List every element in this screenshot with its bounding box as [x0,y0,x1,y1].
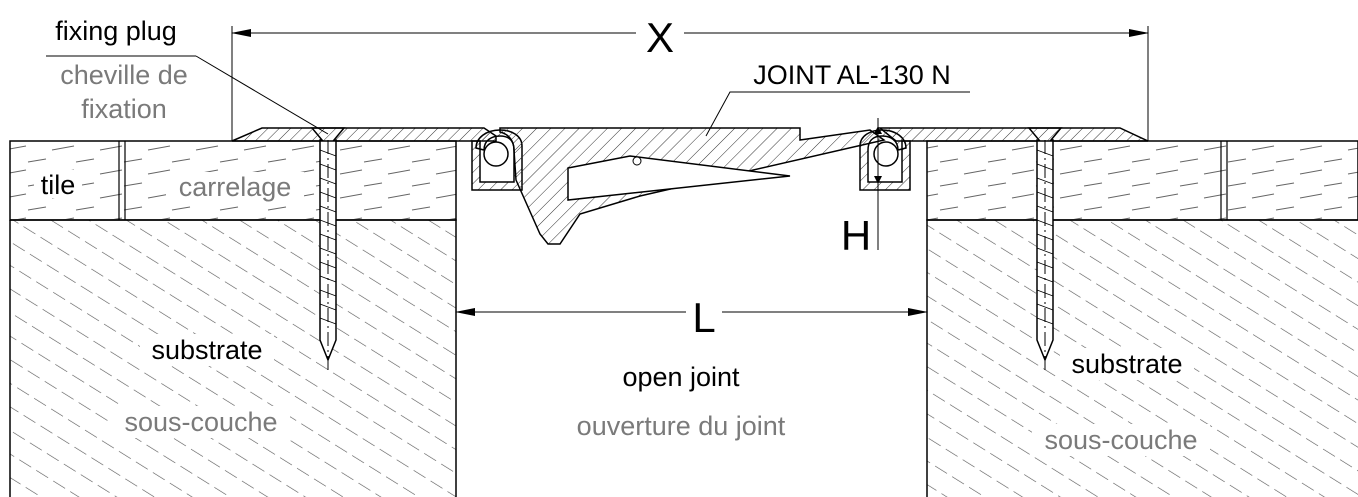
open-joint-label-fr: ouverture du joint [577,411,786,441]
substrate-right-label-fr: sous-couche [1044,425,1197,455]
tile-layer-left [9,140,457,221]
substrate-right-label: substrate [1071,349,1182,379]
tile-label-fr: carrelage [179,172,292,202]
dimension-h-label: H [841,212,871,259]
fixing-plug-leader [195,55,329,135]
substrate-left-label: substrate [151,335,262,365]
product-label: JOINT AL-130 N [753,60,951,90]
substrate-left-label-fr: sous-couche [124,407,277,437]
dimension-h [874,118,882,250]
open-joint-label: open joint [622,362,740,392]
aluminium-flange-left [231,127,523,191]
fixing-plug-label: fixing plug [55,16,177,46]
dimension-x [231,26,1149,141]
tile-label: tile [41,170,76,200]
joint-insert [499,127,886,245]
fixing-plug-label-fr-1: cheville de [60,60,188,90]
fixing-plug-label-fr-2: fixation [81,94,167,124]
dimension-x-label: X [646,14,674,61]
dimension-l-label: L [692,294,715,341]
fixing-screw-left [310,127,346,372]
product-leader [705,91,970,137]
tile-layer-right [926,140,1358,221]
